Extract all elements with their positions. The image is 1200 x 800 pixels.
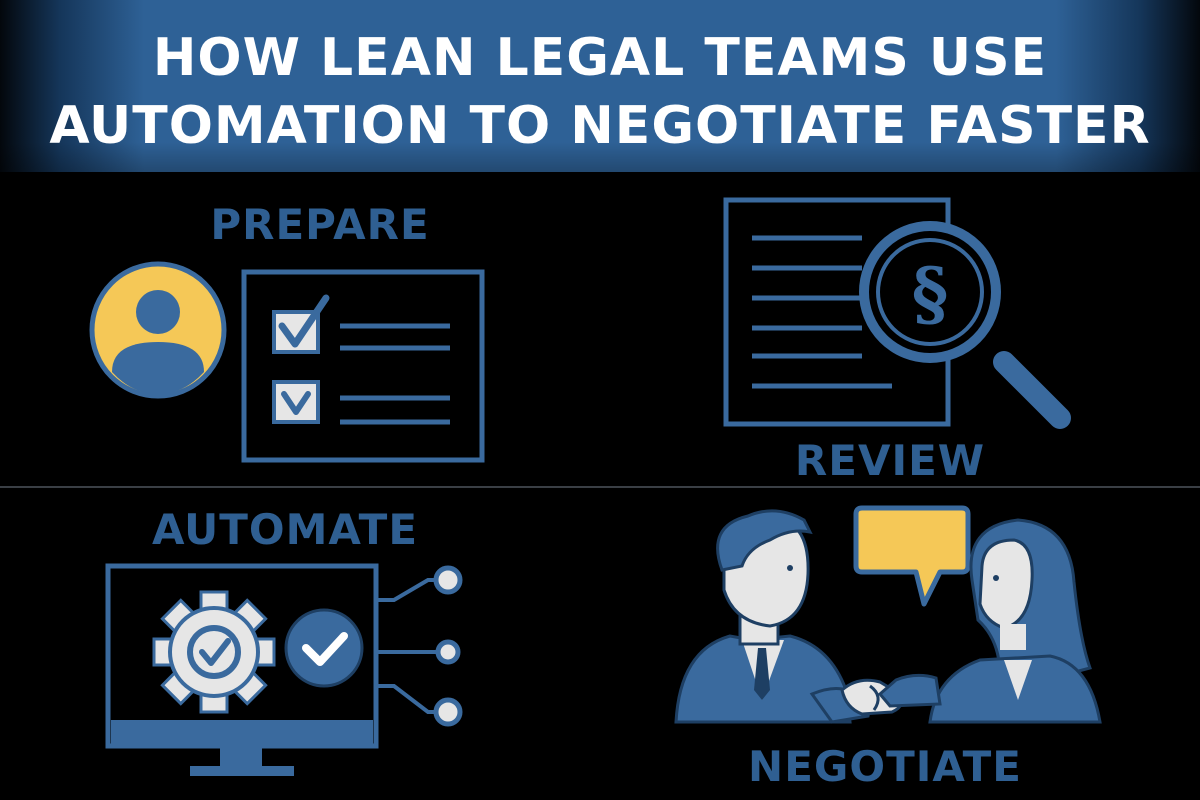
- magnifying-glass-icon: §: [859, 221, 1071, 429]
- title-banner: HOW LEAN LEGAL TEAMS USE AUTOMATION TO N…: [0, 0, 1200, 172]
- document-icon: [723, 197, 951, 427]
- prepare-label: PREPARE: [210, 200, 430, 249]
- businesswoman-icon: [928, 518, 1102, 724]
- section-sign-icon: §: [912, 252, 949, 335]
- businessman-icon: [674, 509, 852, 724]
- gear-icon: [152, 590, 276, 714]
- monitor-icon: [105, 563, 379, 776]
- title-line-1: HOW LEAN LEGAL TEAMS USE: [152, 28, 1048, 88]
- user-avatar-icon: [89, 261, 227, 399]
- negotiate-label: NEGOTIATE: [748, 742, 1022, 791]
- checklist-document-icon: [241, 269, 485, 463]
- speech-bubble-icon: [853, 505, 971, 607]
- check-badge-icon: [284, 608, 364, 688]
- section-divider: [0, 486, 1200, 488]
- circuit-lines-icon: [376, 578, 440, 714]
- review-label: REVIEW: [794, 436, 986, 485]
- automate-label: AUTOMATE: [151, 505, 419, 554]
- circuit-node-icon: [433, 565, 463, 727]
- handshake-icon: [809, 673, 942, 724]
